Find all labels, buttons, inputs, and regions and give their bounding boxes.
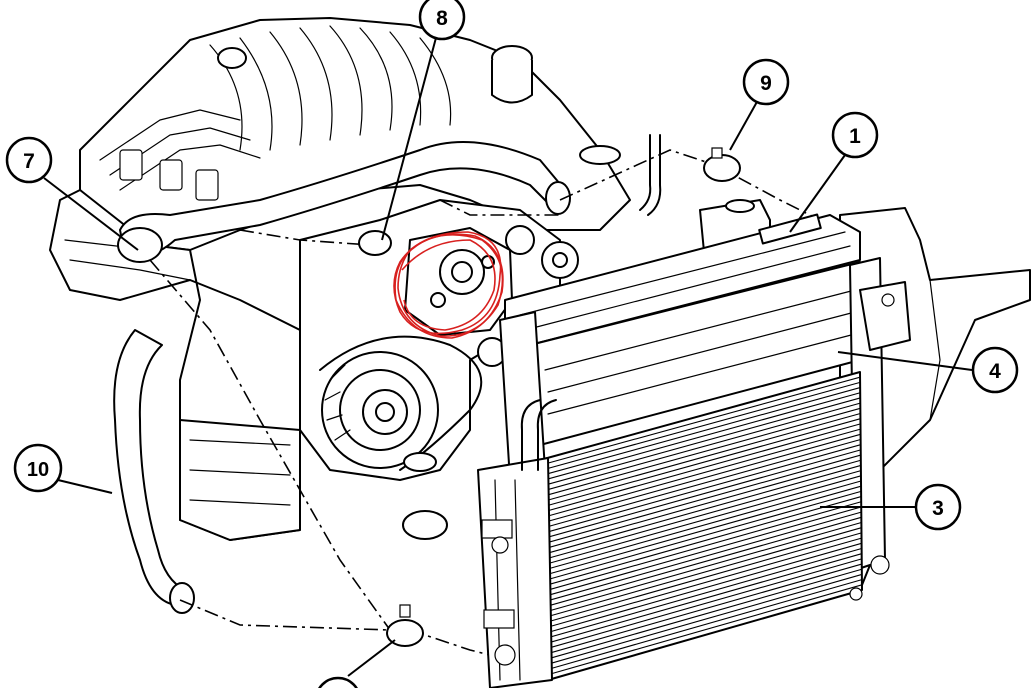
condenser-fin-line — [544, 485, 862, 576]
condenser-fin-line — [540, 392, 861, 482]
hose-clamp-8 — [358, 230, 392, 256]
condenser-fin-line — [541, 412, 861, 503]
condenser-fins — [540, 376, 863, 676]
condenser-fin-line — [542, 433, 861, 524]
condenser-fin-line — [541, 428, 861, 519]
hoses — [113, 134, 662, 614]
callout-1-label: 1 — [849, 125, 861, 148]
condenser-fin-line — [540, 381, 861, 472]
condenser-fin-line — [544, 511, 862, 602]
leader-8 — [381, 33, 438, 241]
leader-9 — [729, 99, 759, 151]
callout-leaders — [43, 33, 973, 677]
red-highlight-circle — [393, 231, 504, 339]
clamps — [358, 147, 741, 647]
callout-10: 10 — [13, 443, 63, 493]
condenser-fin-line — [542, 454, 861, 545]
condenser-fin-line — [542, 444, 861, 534]
condenser-fin-line — [541, 418, 861, 508]
condenser-fin-line — [543, 475, 862, 566]
condenser-fin-line — [545, 532, 862, 623]
callout-1: 1 — [831, 111, 879, 159]
leader-4 — [837, 351, 973, 371]
ac-condenser — [477, 371, 890, 689]
callout-3: 3 — [914, 483, 962, 531]
condenser-fin-line — [544, 501, 862, 592]
condenser-fin-line — [545, 516, 862, 608]
condenser-fin-line — [540, 376, 861, 466]
callout-8-label: 8 — [436, 7, 448, 30]
condenser-fin-line — [540, 397, 861, 487]
condenser-fin-line — [540, 402, 861, 492]
condenser-fin-line — [543, 464, 862, 555]
condenser-fin-line — [547, 573, 863, 665]
condenser-fin-line — [546, 542, 862, 634]
condenser-fin-line — [546, 558, 862, 650]
callout-10-label: 10 — [27, 459, 49, 481]
callout-7: 7 — [5, 136, 53, 184]
condenser-fin-line — [546, 547, 862, 639]
callout-bottom-partial — [315, 676, 361, 693]
radiator-assembly — [499, 207, 1031, 591]
callout-4-label: 4 — [989, 360, 1001, 383]
callout-4: 4 — [971, 346, 1019, 394]
condenser-fin-line — [544, 490, 862, 582]
condenser-fin-line — [545, 527, 862, 618]
condenser-fin-line — [541, 423, 861, 513]
callout-bubbles: 7 8 9 1 4 3 10 — [5, 0, 1019, 693]
condenser-fin-line — [542, 438, 861, 529]
hose-clamp-9 — [703, 154, 741, 182]
condenser-fin-line — [544, 496, 862, 587]
condenser-fin-line — [545, 521, 862, 613]
condenser-fin-line — [543, 459, 861, 550]
leader-10 — [57, 479, 113, 494]
condenser-fin-line — [546, 563, 862, 655]
condenser-fin-line — [542, 449, 861, 540]
condenser-fin-line — [547, 568, 862, 660]
condenser-fin-line — [544, 506, 862, 597]
condenser-fin-line — [547, 579, 863, 671]
condenser-fin-line — [543, 480, 862, 571]
callout-3-label: 3 — [932, 497, 944, 520]
callout-8: 8 — [418, 0, 466, 41]
condenser-fin-line — [546, 553, 862, 644]
condenser-fin-line — [543, 470, 862, 561]
callout-7-label: 7 — [23, 150, 35, 173]
leader-7 — [43, 177, 139, 251]
callout-9: 9 — [742, 58, 790, 106]
hose-clamp-bottom — [386, 619, 424, 647]
leader-bottom — [347, 639, 396, 677]
condenser-fin-line — [545, 537, 862, 629]
condenser-fin-line — [547, 584, 863, 676]
callout-9-label: 9 — [760, 72, 772, 95]
condenser-fin-line — [540, 387, 861, 477]
leader-1 — [789, 154, 846, 233]
condenser-fin-line — [541, 407, 861, 498]
